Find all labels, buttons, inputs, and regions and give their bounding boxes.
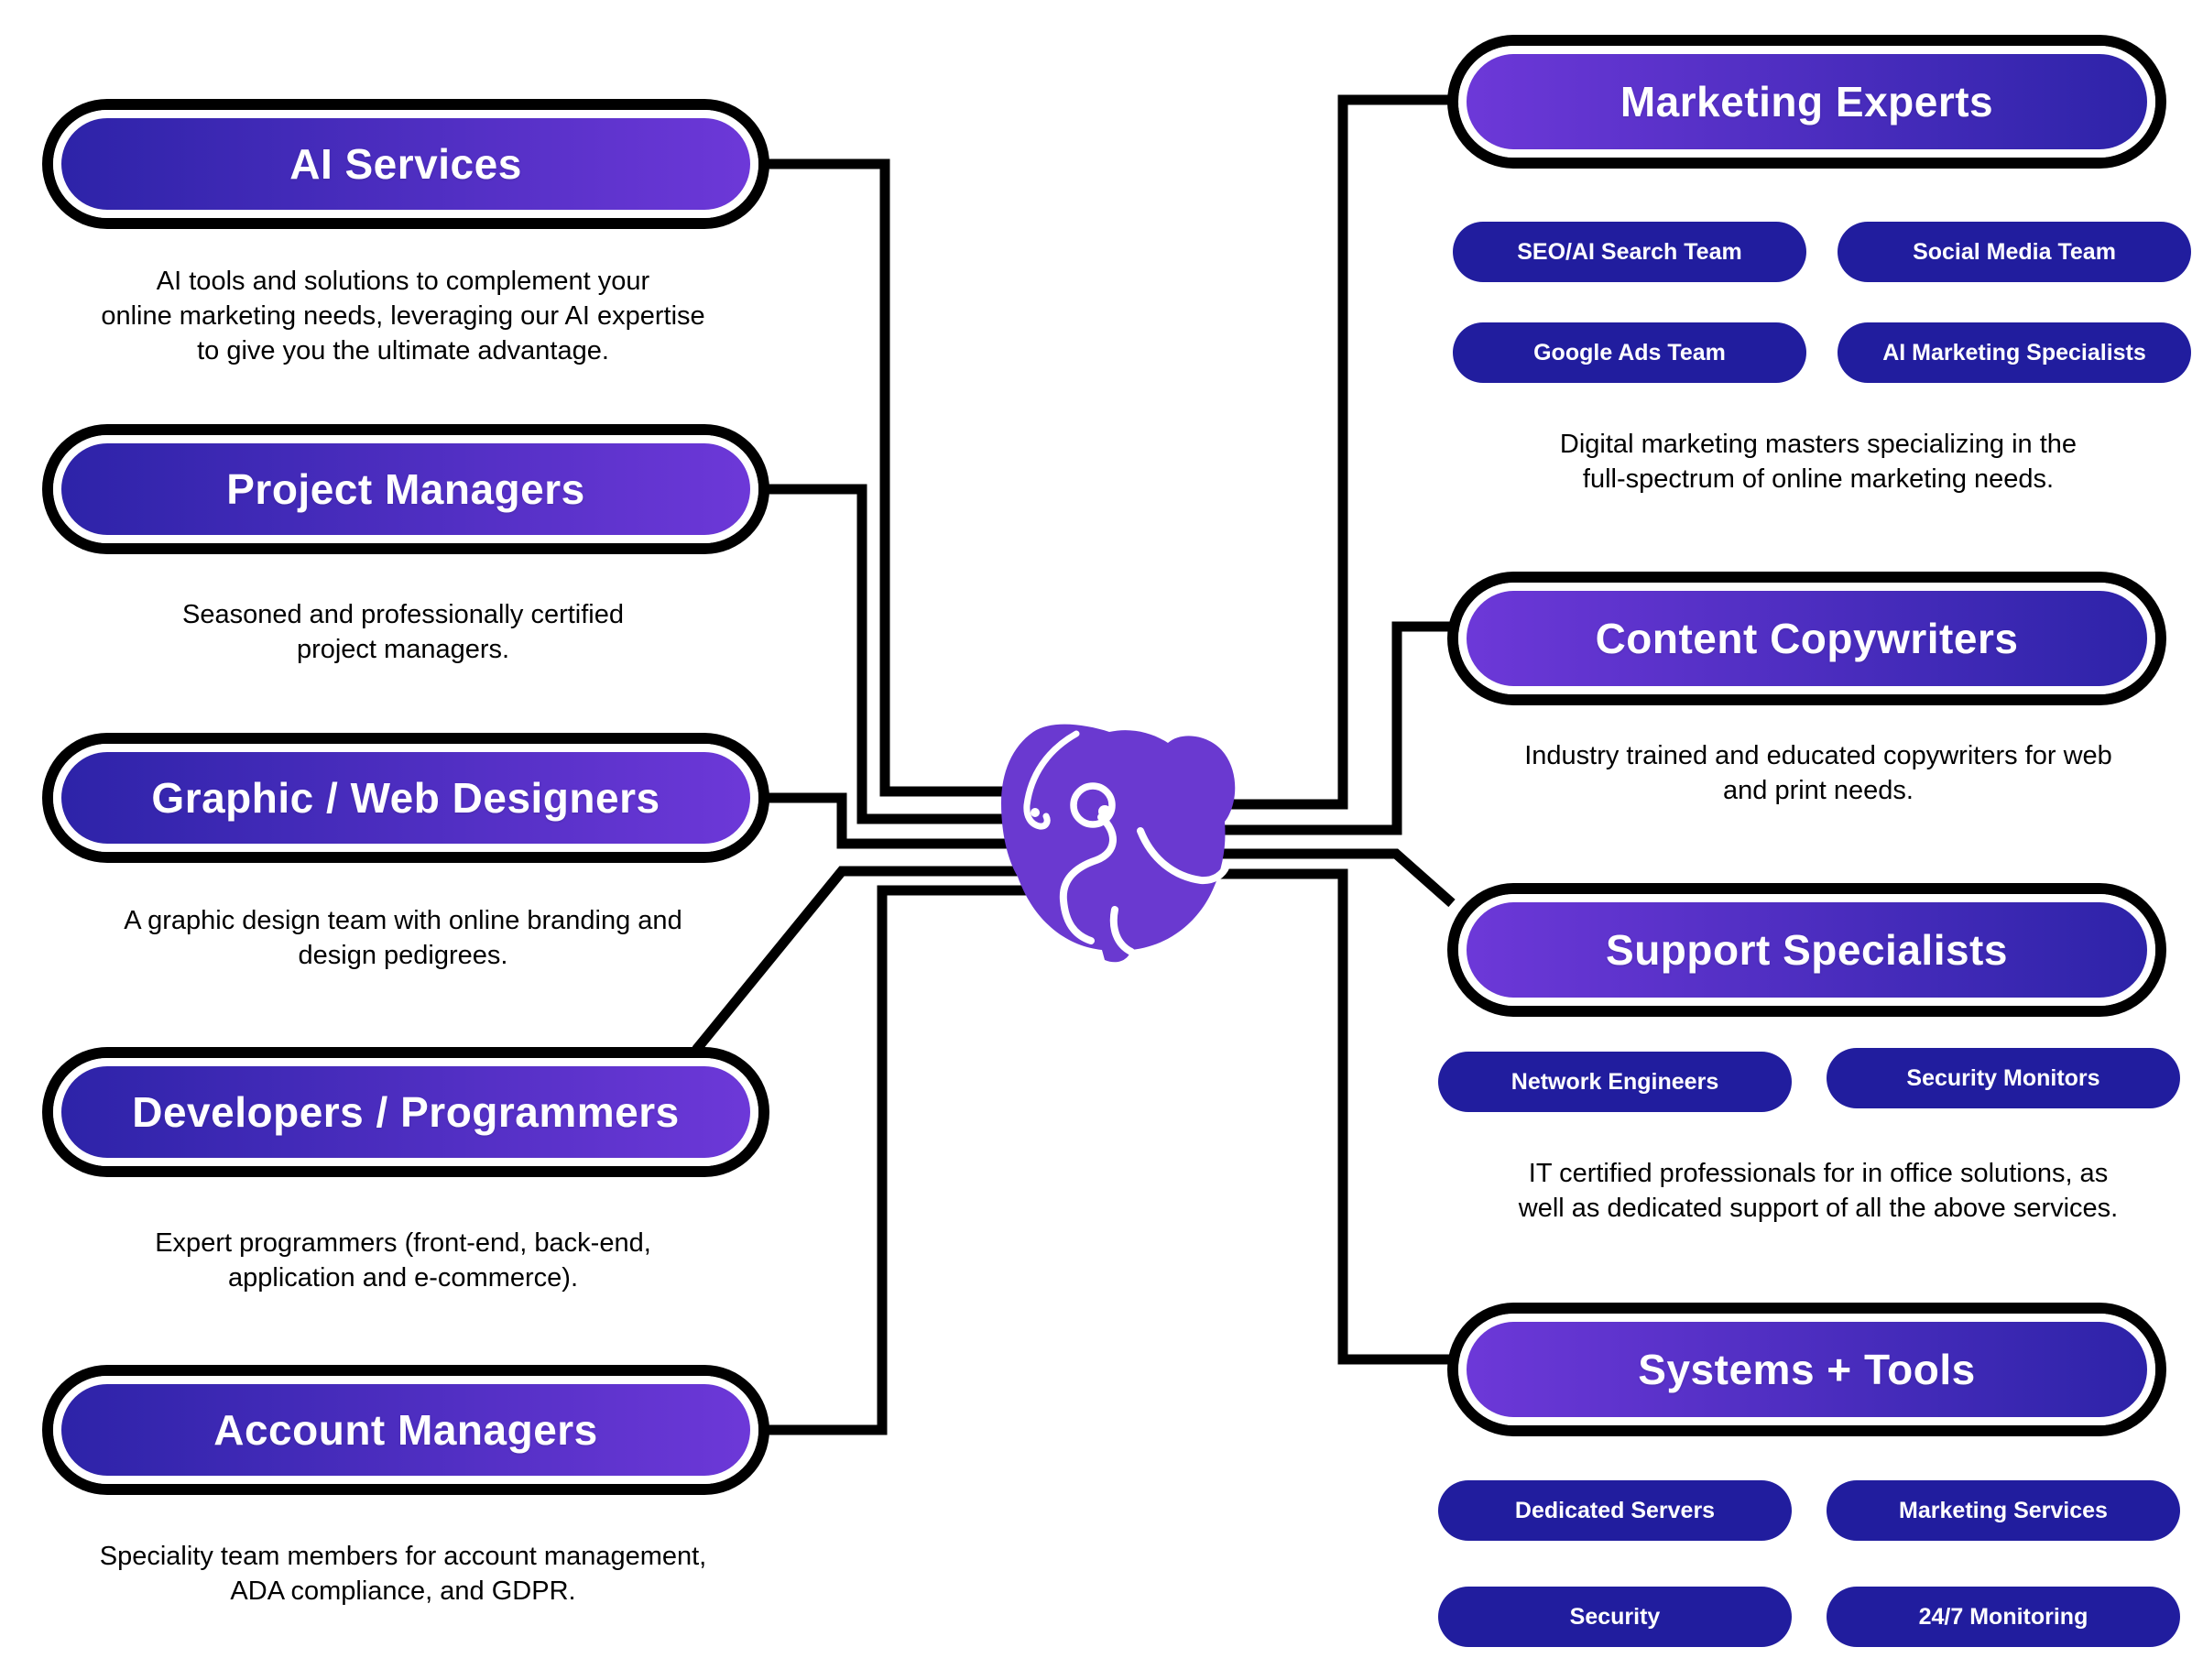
elephant-trunk-curve [1059,813,1117,944]
pill-graphic-web-designers: Graphic / Web Designers [53,744,758,852]
connector-project-managers [762,484,1021,824]
desc-graphic-web-designers: A graphic design team with online brandi… [124,906,682,970]
connector-ai-services [762,158,1021,797]
connector-account-managers [762,885,1026,1435]
pill-developers-programmers: Developers / Programmers [53,1058,758,1166]
elephant-logo [1001,724,1236,963]
connector-support-specialists [1218,848,1456,908]
elephant-eye-dot [1098,805,1111,818]
desc-developers-programmers: Expert programmers (front-end, back-end,… [155,1228,651,1293]
desc-marketing-experts: Digital marketing masters specializing i… [1559,430,2078,494]
connector-marketing-experts [1218,94,1466,810]
desc-ai-services: AI tools and solutions to complement you… [101,267,705,365]
tag-google-ads-team: Google Ads Team [1453,322,1806,383]
pill-marketing-experts: Marketing Experts [1458,46,2155,158]
connector-graphic-web-designers [762,792,1021,849]
elephant-cheek-curve [1137,827,1230,885]
tag-social-media-team: Social Media Team [1838,222,2191,282]
tag-security: Security [1438,1587,1792,1647]
tag-ai-marketing-specialists: AI Marketing Specialists [1838,322,2191,383]
desc-content-copywriters: Industry trained and educated copywriter… [1524,741,2112,805]
pill-project-managers: Project Managers [53,435,758,543]
desc-project-managers: Seasoned and professionally certified pr… [181,600,625,664]
connector-systems-tools [1218,868,1466,1365]
connector-developers-programmers [692,866,1021,1053]
connector-content-copywriters [1218,621,1466,835]
pill-support-specialists: Support Specialists [1458,894,2155,1006]
desc-account-managers: Speciality team members for account mana… [99,1542,707,1606]
pill-content-copywriters: Content Copywriters [1458,583,2155,694]
elephant-trunk-tip-gap [1109,906,1135,955]
desc-support-specialists: IT certified professionals for in office… [1518,1159,2119,1223]
elephant-ear-curve [1023,730,1080,830]
tag-security-monitors: Security Monitors [1827,1048,2180,1108]
elephant-eye-ring [1070,782,1116,828]
tag-24-7-monitoring: 24/7 Monitoring [1827,1587,2180,1647]
pill-account-managers: Account Managers [53,1376,758,1484]
elephant-ear-dot [1031,808,1040,817]
tag-network-engineers: Network Engineers [1438,1052,1792,1112]
pill-ai-services: AI Services [53,110,758,218]
tag-marketing-services: Marketing Services [1827,1480,2180,1541]
tag-dedicated-servers: Dedicated Servers [1438,1480,1792,1541]
tag-seo-ai-search-team: SEO/AI Search Team [1453,222,1806,282]
pill-systems-tools: Systems + Tools [1458,1314,2155,1425]
